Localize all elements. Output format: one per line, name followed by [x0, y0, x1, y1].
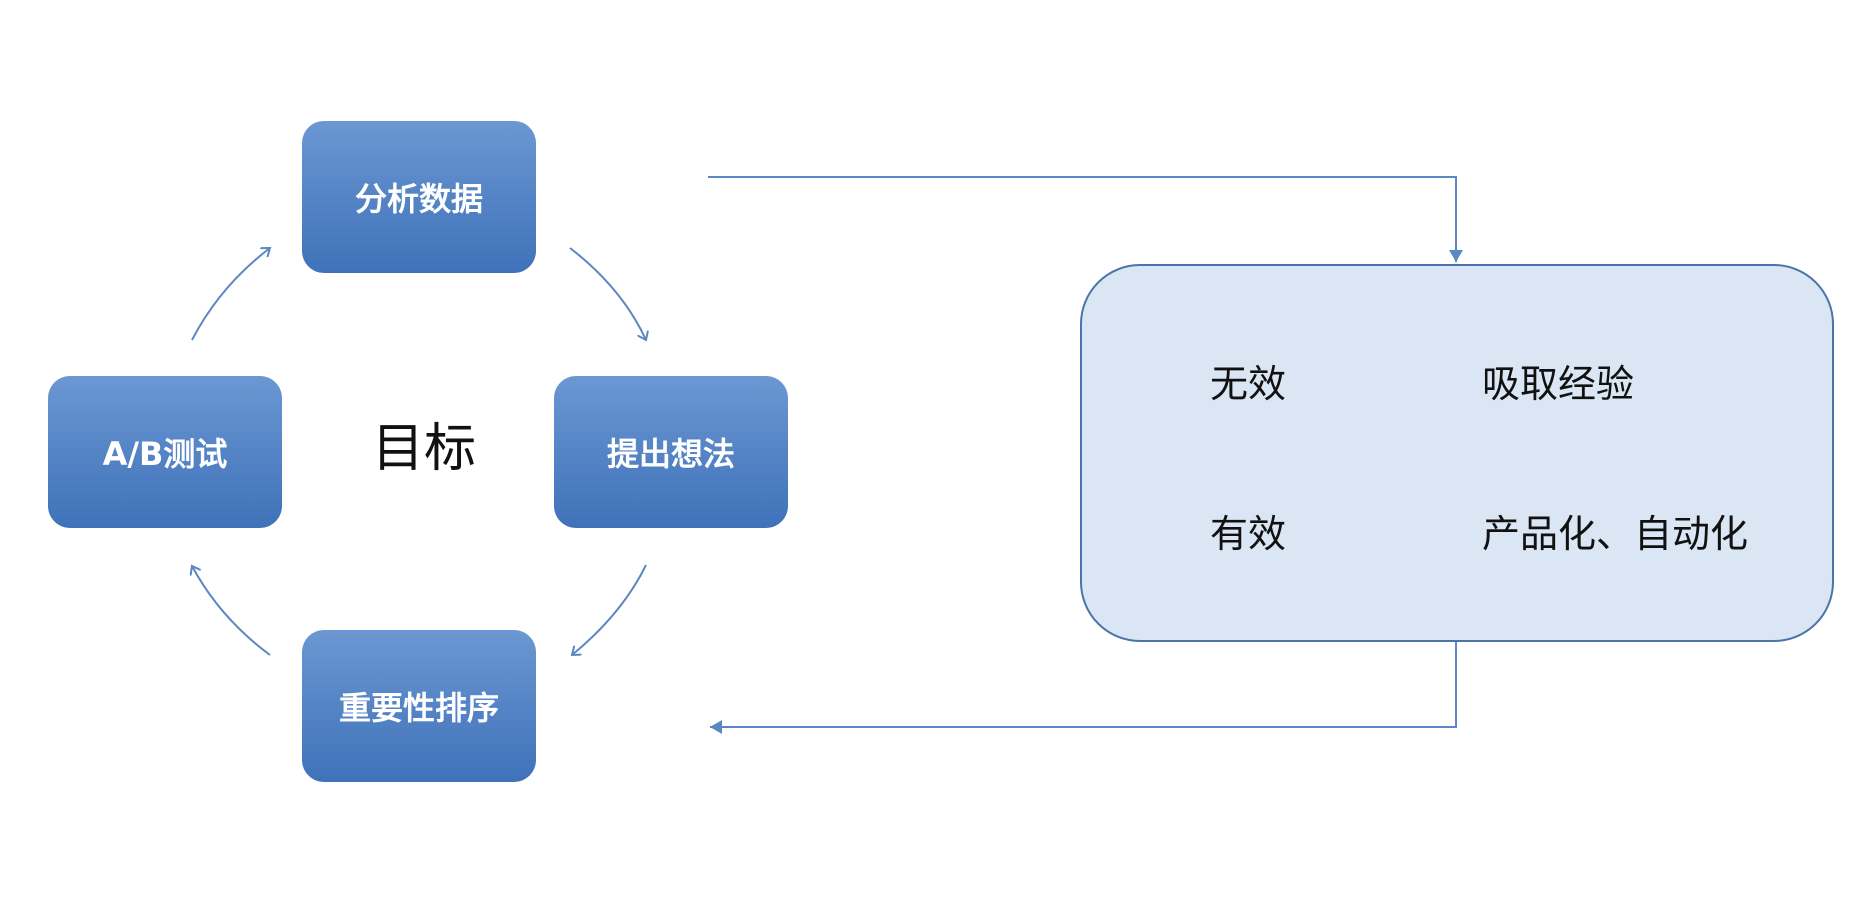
node-propose-idea: 提出想法: [554, 376, 788, 528]
node-ab-test: A/B测试: [48, 376, 282, 528]
flow-arrow-back-to-cycle: [710, 642, 1457, 734]
outcome-invalid-label: 无效: [1210, 362, 1287, 406]
cycle-center-goal: 目标: [371, 418, 476, 479]
node-priority-ranking: 重要性排序: [302, 630, 536, 782]
result-panel: [1080, 264, 1834, 642]
flow-arrow-to-result: [708, 176, 1463, 262]
cycle-arrow-analyze-to-idea: [569, 247, 646, 340]
node-analyze-data: 分析数据: [302, 121, 536, 273]
cycle-arrow-abtest-to-analyze: [191, 248, 270, 341]
cycle-arrow-idea-to-priority: [572, 564, 647, 655]
cycle-arrow-priority-to-abtest: [192, 566, 271, 656]
outcome-invalid-result: 吸取经验: [1482, 362, 1635, 406]
outcome-valid-label: 有效: [1210, 512, 1287, 556]
outcome-valid-result: 产品化、自动化: [1482, 512, 1749, 556]
